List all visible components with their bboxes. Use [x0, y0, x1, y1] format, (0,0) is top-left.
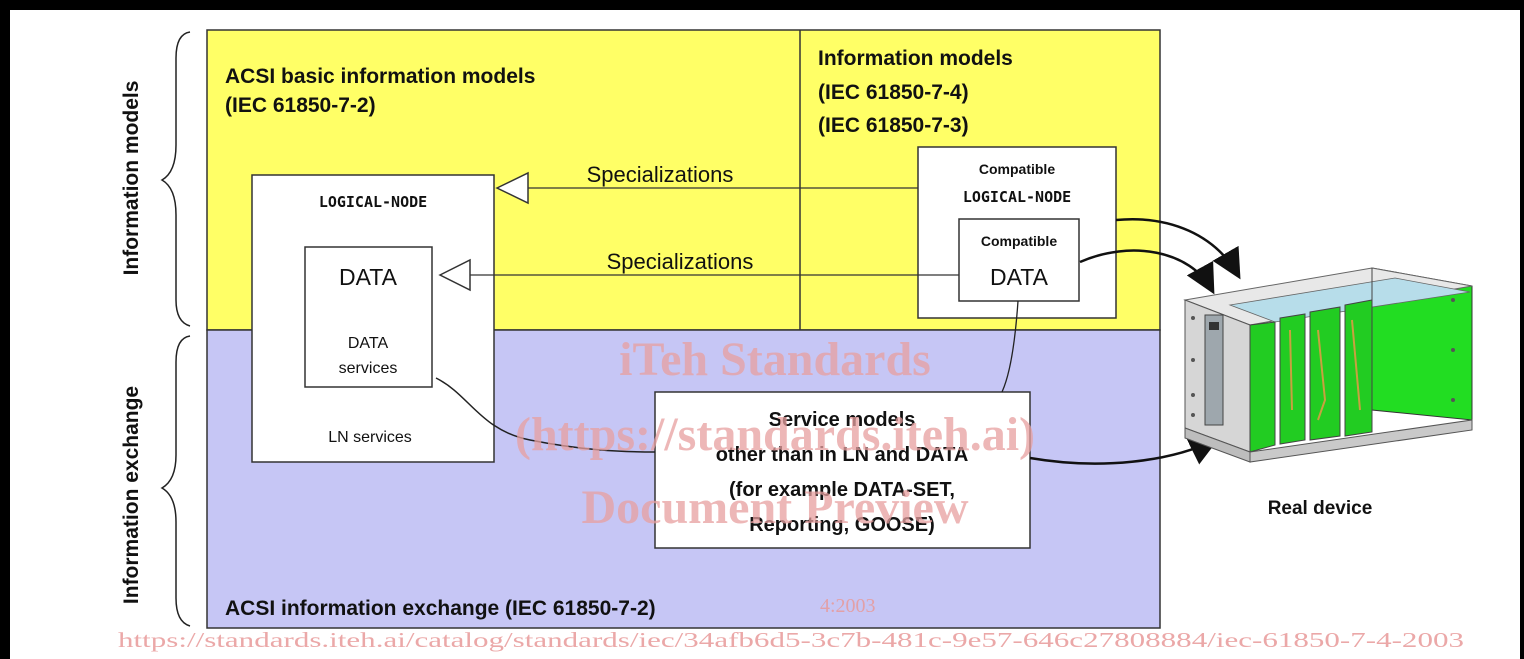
acsi-models-subtitle: (IEC 61850-7-2) — [225, 94, 376, 117]
ln-services-label: LN services — [328, 429, 412, 446]
lower-brace — [160, 335, 191, 627]
arrow-data-to-device — [1079, 249, 1215, 295]
service-models-box — [654, 391, 1031, 549]
compatible-data-connector — [1001, 300, 1019, 393]
arrow-ln-to-device — [1115, 218, 1241, 280]
info-models-ref-74: (IEC 61850-7-4) — [818, 81, 969, 104]
specialization-label-lower: Specializations — [607, 249, 754, 274]
compatible-ln-line2: LOGICAL-NODE — [963, 188, 1071, 206]
specialization-label-upper: Specializations — [587, 162, 734, 187]
data-services-line2: services — [339, 360, 398, 377]
service-models-line2: other than in LN and DATA — [716, 444, 969, 466]
service-models-line1: Service models — [769, 409, 916, 431]
data-services-line1: DATA — [348, 335, 389, 352]
rack-device-icon — [1183, 267, 1473, 463]
data-services-connector — [435, 377, 656, 453]
info-models-title: Information models — [818, 47, 1013, 70]
info-models-ref-73: (IEC 61850-7-3) — [818, 114, 969, 137]
service-models-line3: (for example DATA-SET, — [729, 479, 955, 501]
watermark-std-ref: 4:2003 — [820, 595, 876, 617]
acsi-exchange-title: ACSI information exchange (IEC 61850-7-2… — [225, 597, 656, 620]
side-label-information-models: Information models — [120, 81, 143, 276]
compatible-ln-line1: Compatible — [979, 161, 1055, 177]
specialization-arrowhead-upper — [495, 171, 529, 205]
acsi-models-title: ACSI basic information models — [225, 65, 535, 88]
logical-node-title: LOGICAL-NODE — [319, 193, 427, 211]
data-title: DATA — [339, 264, 398, 290]
data-box — [304, 246, 433, 388]
watermark-preview: Document Preview — [582, 481, 969, 534]
real-device-label: Real device — [1268, 498, 1373, 519]
compatible-data-line1: Compatible — [981, 233, 1057, 249]
specialization-arrowhead-lower — [438, 258, 471, 292]
service-models-line4: Reporting, GOOSE) — [749, 514, 935, 536]
watermark-title: iTeh Standards — [619, 333, 931, 386]
watermark-url: (https://standards.iteh.ai) — [515, 408, 1035, 461]
compatible-data-box — [958, 218, 1080, 302]
side-label-information-exchange: Information exchange — [120, 386, 143, 604]
compatible-data-line2: DATA — [990, 264, 1049, 290]
upper-brace — [160, 31, 191, 327]
arrow-services-to-device — [1029, 437, 1220, 465]
watermark-catalog-link[interactable]: https://standards.iteh.ai/catalog/standa… — [118, 628, 1464, 652]
